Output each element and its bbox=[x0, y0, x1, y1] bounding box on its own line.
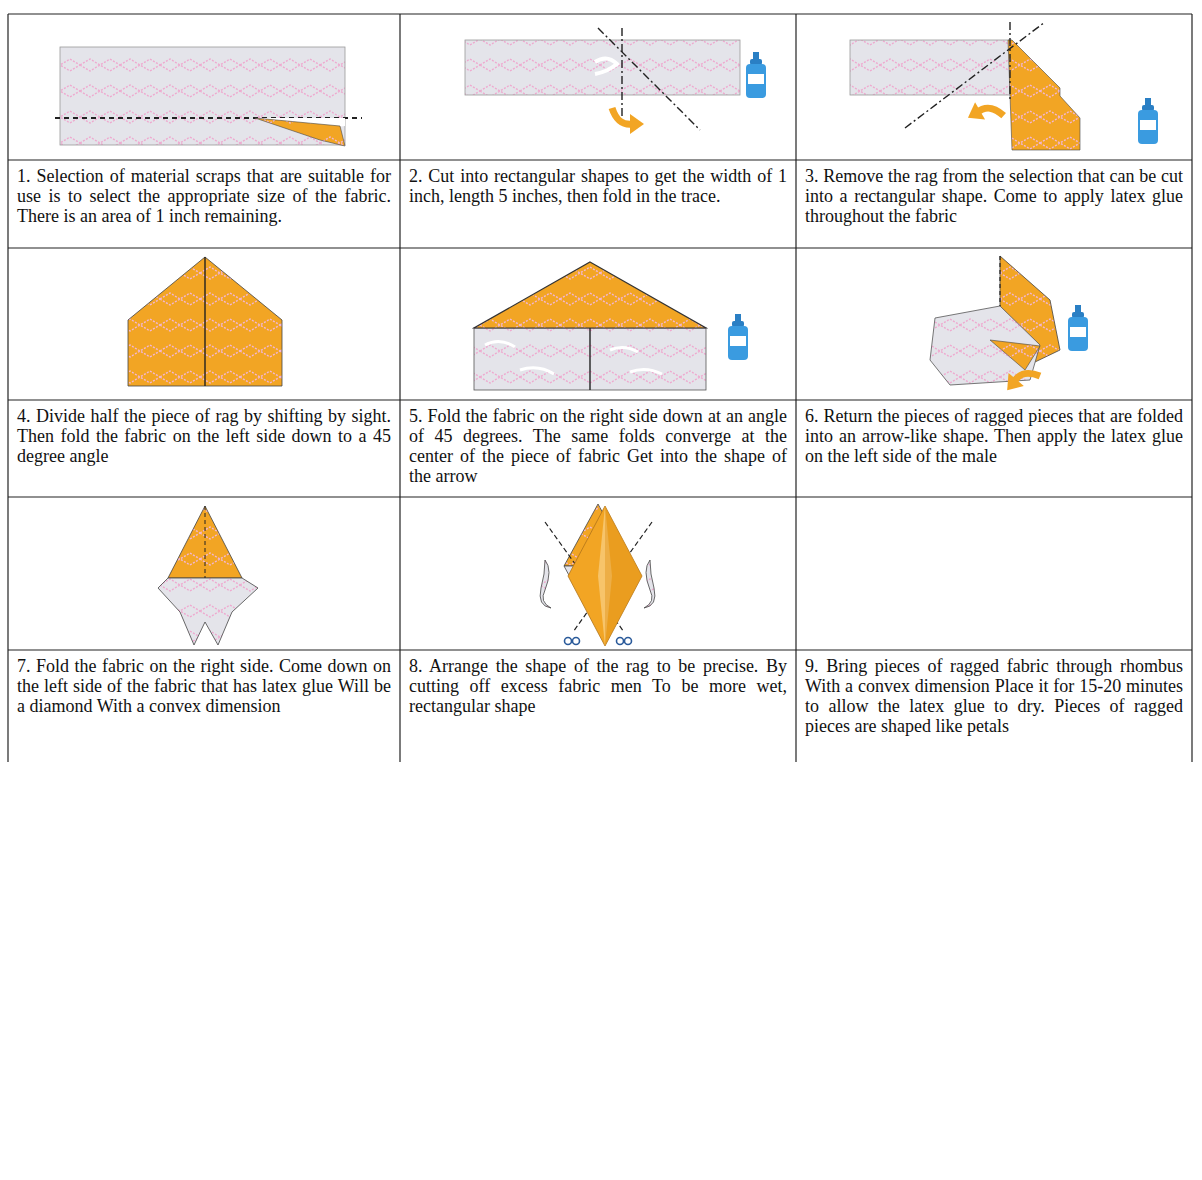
step-caption: 8. Arrange the shape of the rag to be pr… bbox=[409, 656, 787, 716]
step-caption: 9. Bring pieces of ragged fabric through… bbox=[805, 656, 1183, 736]
table-grid bbox=[8, 14, 1192, 762]
step-caption: 2. Cut into rectangular shapes to get th… bbox=[409, 166, 787, 206]
fabric-strip bbox=[850, 22, 1158, 150]
step-caption-cell: 2. Cut into rectangular shapes to get th… bbox=[400, 160, 796, 248]
step-caption-cell: 1. Selection of material scraps that are… bbox=[8, 160, 400, 248]
step-caption-cell: 7. Fold the fabric on the right side. Co… bbox=[8, 650, 400, 760]
step-caption: 6. Return the pieces of ragged pieces th… bbox=[805, 406, 1183, 466]
step-caption: 7. Fold the fabric on the right side. Co… bbox=[17, 656, 391, 716]
step-caption-cell: 8. Arrange the shape of the rag to be pr… bbox=[400, 650, 796, 760]
step-caption: 3. Remove the rag from the selection tha… bbox=[805, 166, 1183, 226]
step-caption: 4. Divide half the piece of rag by shift… bbox=[17, 406, 391, 466]
step-caption: 1. Selection of material scraps that are… bbox=[17, 166, 391, 226]
fabric-strip bbox=[465, 28, 766, 134]
step-caption-cell: 3. Remove the rag from the selection tha… bbox=[796, 160, 1192, 248]
step-caption-cell: 6. Return the pieces of ragged pieces th… bbox=[796, 400, 1192, 497]
fabric-strip bbox=[55, 47, 362, 146]
step-caption-cell: 4. Divide half the piece of rag by shift… bbox=[8, 400, 400, 497]
folded-fabric bbox=[930, 256, 1088, 401]
folded-fabric bbox=[158, 506, 258, 645]
step-caption-cell: 5. Fold the fabric on the right side dow… bbox=[400, 400, 796, 497]
folded-fabric bbox=[128, 257, 282, 386]
step-caption-cell: 9. Bring pieces of ragged fabric through… bbox=[796, 650, 1192, 760]
petal-shape bbox=[568, 506, 642, 646]
step-caption: 5. Fold the fabric on the right side dow… bbox=[409, 406, 787, 486]
folded-fabric bbox=[474, 262, 748, 390]
